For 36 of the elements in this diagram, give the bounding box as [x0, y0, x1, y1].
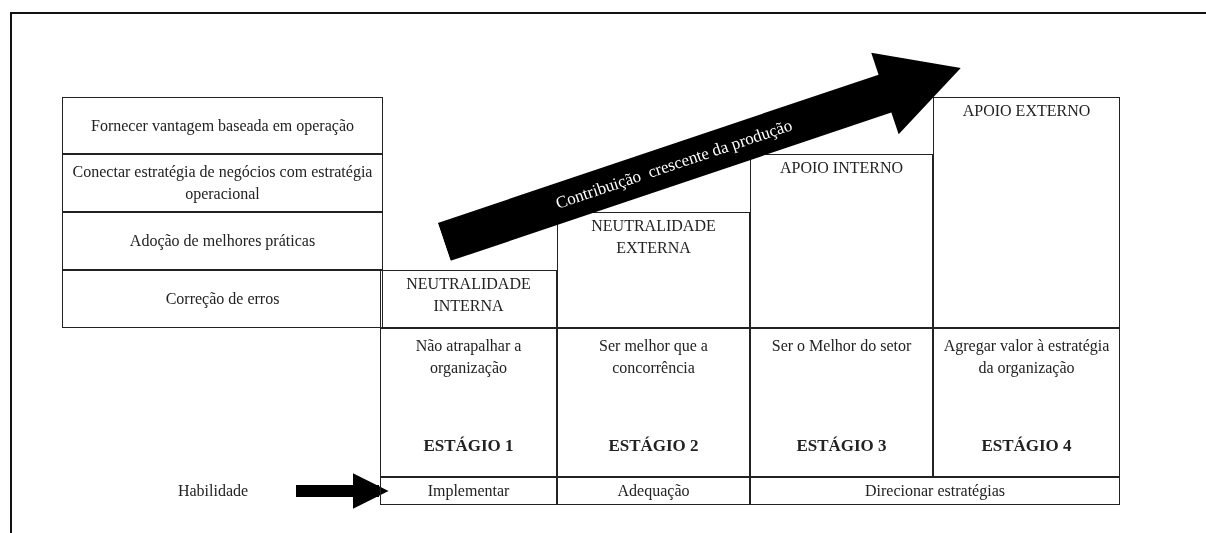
row-label-cell [62, 97, 383, 154]
skill-text: Direcionar estratégias [865, 481, 1005, 501]
skill-cell [557, 477, 750, 505]
row-label-text: Fornecer vantagem baseada em operação [91, 115, 354, 137]
row-label-cell [62, 270, 383, 328]
row-label-text: Adoção de melhores práticas [129, 231, 316, 252]
stage-description: Não atrapalhar a organização [414, 336, 523, 379]
stage-description: Ser o Melhor do setor [770, 336, 913, 356]
stage-title: APOIO EXTERNO [961, 101, 1092, 121]
row-label-cell [62, 154, 383, 212]
stage-description: Ser melhor que a concorrência [598, 336, 709, 378]
stage-number: ESTÁGIO 4 [980, 435, 1073, 457]
skill-text: Implementar [427, 481, 510, 501]
row-label: Habilidade [177, 481, 249, 501]
skill-text: Adequação [617, 481, 690, 501]
stage-step-box [557, 212, 750, 328]
stage-description: Agregar valor à estratégia da organização [942, 336, 1111, 379]
stage-cell [750, 328, 933, 477]
stage-step-box [933, 97, 1120, 328]
stage-number: ESTÁGIO 3 [795, 435, 888, 457]
stage-number: ESTÁGIO 2 [607, 435, 700, 457]
stage-cell [380, 328, 557, 477]
row-label-cell [62, 212, 383, 270]
stage-title: NEUTRALIDADE INTERNA [405, 274, 532, 316]
stage-step-box [750, 154, 933, 328]
stage-title: NEUTRALIDADE EXTERNA [590, 216, 717, 258]
row-label-text: Correção de erros [165, 289, 280, 310]
stage-step-box [380, 270, 557, 328]
skill-cell [750, 477, 1120, 505]
stage-title: APOIO INTERNO [778, 158, 905, 178]
row-label-text: Conectar estratégia de negócios com estratégia operacional [71, 162, 374, 205]
stage-cell [557, 328, 750, 477]
stage-cell [933, 328, 1120, 477]
skill-cell [380, 477, 557, 505]
stage-number: ESTÁGIO 1 [422, 435, 515, 457]
arrow [296, 473, 389, 509]
